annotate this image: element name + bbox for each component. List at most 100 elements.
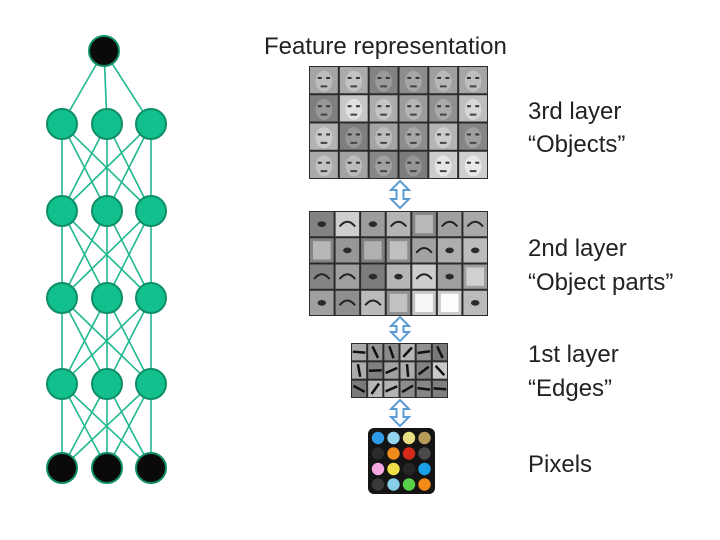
hidden-node <box>91 195 123 227</box>
part-blob <box>470 247 480 254</box>
edge-features-grid-frame <box>351 343 448 398</box>
connection-line <box>106 123 152 212</box>
bidirectional-arrow <box>388 315 412 343</box>
input-node <box>46 452 78 484</box>
mouth-mark <box>380 113 387 116</box>
pixel-dot <box>371 431 385 445</box>
face-shape <box>375 98 392 120</box>
face-shape <box>434 127 452 149</box>
input-node <box>135 452 167 484</box>
eye-mark <box>317 133 322 136</box>
pixel-dot <box>371 478 385 491</box>
part-curve <box>338 273 356 280</box>
eye-mark <box>415 161 420 164</box>
eye-mark <box>437 105 442 108</box>
edge-stroke <box>352 384 366 393</box>
connection-line <box>61 123 152 212</box>
hidden-node <box>91 282 123 314</box>
pixel-dot <box>402 431 416 445</box>
eye-mark <box>466 76 471 79</box>
connection-line <box>61 297 152 385</box>
eye-mark <box>377 76 382 79</box>
eye-mark <box>326 161 331 164</box>
eye-mark <box>326 105 331 108</box>
eye-mark <box>377 161 382 164</box>
face-shape <box>464 98 482 120</box>
face-shape <box>464 155 482 177</box>
hidden-node <box>135 195 167 227</box>
feature-tile <box>310 264 334 289</box>
eye-mark <box>437 161 442 164</box>
part-blob <box>317 299 327 306</box>
part-blob <box>394 273 403 280</box>
feature-tile <box>437 212 462 237</box>
face-shape <box>315 155 333 177</box>
eye-mark <box>475 76 480 79</box>
mouth-mark <box>380 85 387 88</box>
edge-stroke <box>401 384 414 394</box>
mouth-mark <box>350 141 358 144</box>
diagram-title: Feature representation <box>264 33 507 60</box>
eye-mark <box>355 105 360 108</box>
feature-tile <box>386 212 411 237</box>
object-features-grid-frame <box>309 66 488 179</box>
pixel-dot <box>387 478 400 491</box>
eye-mark <box>475 105 480 108</box>
arrow-shape <box>388 179 412 210</box>
layer-2-desc: “Object parts” <box>528 269 674 296</box>
bidirectional-arrow <box>388 179 412 210</box>
face-shape <box>405 70 422 92</box>
face-shape <box>315 127 333 149</box>
mouth-mark <box>350 170 358 173</box>
hidden-node <box>46 368 78 400</box>
hidden-node <box>91 368 123 400</box>
part-curve <box>364 299 382 306</box>
mouth-mark <box>410 141 417 144</box>
part-curve <box>338 299 356 306</box>
output-node <box>88 35 120 67</box>
part-blob <box>445 273 454 280</box>
input-node <box>91 452 123 484</box>
face-shape <box>345 70 363 92</box>
object-features-grid <box>309 66 488 179</box>
edge-stroke <box>356 364 362 377</box>
eye-mark <box>407 161 412 164</box>
eye-mark <box>415 76 420 79</box>
feature-tile <box>335 290 360 315</box>
mouth-mark <box>439 170 447 173</box>
eye-mark <box>317 161 322 164</box>
connection-line <box>106 210 152 299</box>
object-part-features-grid <box>309 211 488 316</box>
part-patch <box>313 241 331 260</box>
connection-line <box>61 210 108 299</box>
part-patch <box>466 267 484 286</box>
mouth-mark <box>410 113 417 116</box>
pixels-label: Pixels <box>528 451 593 478</box>
eye-mark <box>347 161 352 164</box>
mouth-mark <box>439 141 447 144</box>
arrow-shape <box>388 315 412 343</box>
hidden-node <box>46 195 78 227</box>
eye-mark <box>466 105 471 108</box>
layer-1-desc: “Edges” <box>528 375 613 402</box>
edge-stroke <box>385 385 398 393</box>
connection-line <box>106 297 152 385</box>
pixel-dot <box>402 478 416 491</box>
face-shape <box>464 127 482 149</box>
face-shape <box>434 70 452 92</box>
eye-mark <box>317 76 322 79</box>
face-shape <box>345 98 363 120</box>
pixel-dot <box>371 462 385 476</box>
edge-stroke <box>433 387 447 391</box>
feature-tile <box>412 264 436 289</box>
mouth-mark <box>320 141 328 144</box>
eye-mark <box>347 76 352 79</box>
mouth-mark <box>439 113 447 116</box>
eye-mark <box>377 105 382 108</box>
eye-mark <box>385 161 390 164</box>
face-shape <box>375 127 392 149</box>
pixel-dot <box>387 431 400 445</box>
layer-1-name: 1st layer <box>528 341 619 368</box>
eye-mark <box>415 133 420 136</box>
